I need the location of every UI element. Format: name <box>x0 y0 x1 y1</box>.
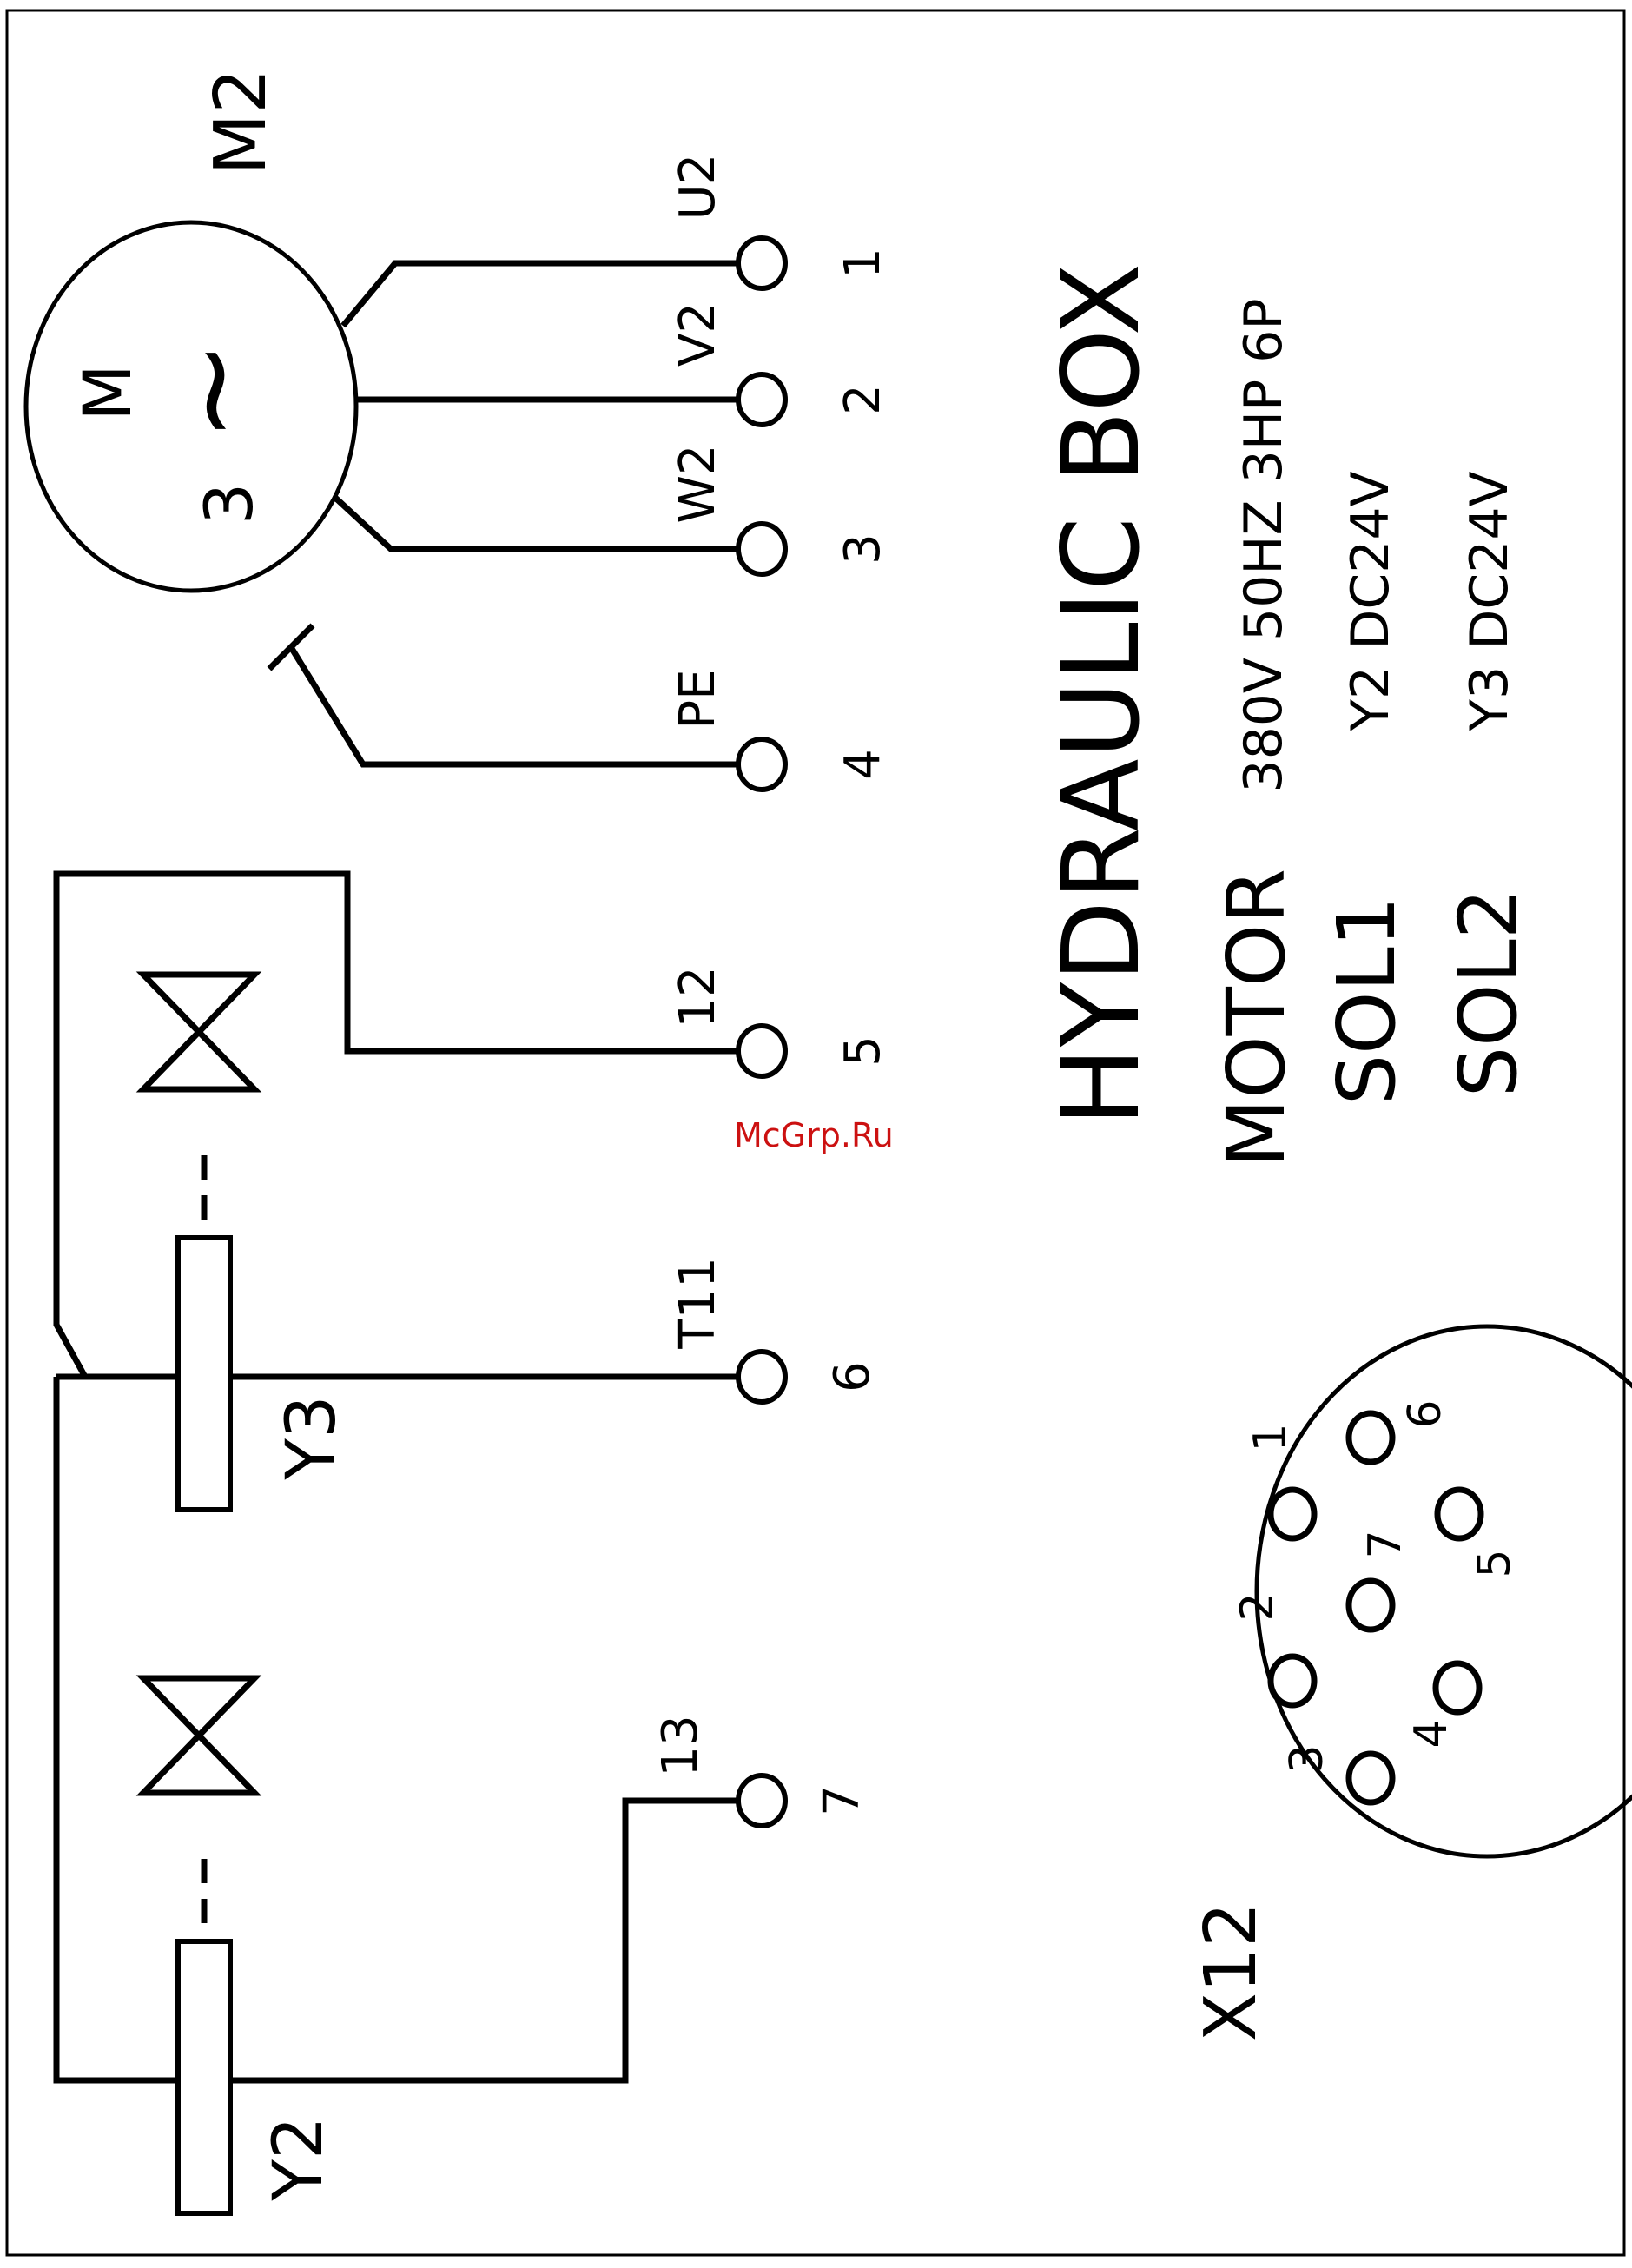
connector-pin-label-7: 7 <box>1359 1530 1411 1558</box>
wire-label-u2: U2 <box>670 154 726 221</box>
terminal-number-7: 7 <box>814 1785 870 1816</box>
connector-pin-label-5: 5 <box>1469 1549 1521 1577</box>
connector-pin-1 <box>1271 1490 1314 1538</box>
connector-pin-label-2: 2 <box>1232 1592 1284 1621</box>
connector-pin-label-1: 1 <box>1245 1423 1297 1451</box>
solenoid-y2-ref: Y2 <box>260 2116 338 2201</box>
diagram-title: HYDRAULIC BOX <box>1040 263 1163 1127</box>
connector-pin-label-3: 3 <box>1281 1744 1333 1773</box>
spec-value-sol1: Y2 DC24V <box>1340 471 1401 731</box>
watermark: McGrp.Ru <box>734 1116 894 1154</box>
terminal-number-1: 1 <box>835 248 891 279</box>
wire-t11 <box>56 1377 178 2080</box>
wire-12 <box>56 874 747 1377</box>
terminal-number-2: 2 <box>835 384 891 415</box>
terminal-1 <box>738 238 785 288</box>
terminal-number-6: 6 <box>824 1361 881 1392</box>
terminal-number-5: 5 <box>835 1035 891 1067</box>
solenoid-y2-coil <box>178 1941 230 2213</box>
spec-label-sol2: SOL2 <box>1442 889 1535 1098</box>
terminal-6 <box>738 1352 785 1402</box>
terminal-strip: U2 V2 W2 PE 12 T11 13 1 2 3 4 5 6 7 <box>652 154 891 1826</box>
valve-y3-icon <box>143 975 254 1089</box>
motor-ac-symbol: ~ <box>142 340 283 441</box>
wire-label-13: 13 <box>652 1715 709 1776</box>
connector-pin-3 <box>1349 1754 1392 1802</box>
connector-pin-label-6: 6 <box>1399 1399 1451 1428</box>
connector-pin-label-4: 4 <box>1405 1719 1457 1748</box>
terminal-number-4: 4 <box>835 749 891 780</box>
terminal-3 <box>738 524 785 574</box>
wire-13 <box>230 1801 747 2080</box>
spec-value-motor: 380V 50HZ 3HP 6P <box>1233 298 1294 792</box>
spec-value-sol2: Y3 DC24V <box>1459 471 1520 731</box>
motor-symbol: M2 M 3 ~ <box>26 69 356 591</box>
wire-label-w2: W2 <box>670 445 726 524</box>
motor-phase: 3 <box>190 483 268 525</box>
terminal-2 <box>738 374 785 425</box>
wire-label-12: 12 <box>670 966 726 1028</box>
solenoid-y3-coil <box>178 1238 230 1510</box>
valve-y2-icon <box>143 1678 254 1793</box>
wire-label-t11: T11 <box>670 1257 726 1349</box>
spec-label-sol1: SOL1 <box>1320 896 1413 1106</box>
spec-label-motor: MOTOR <box>1210 869 1303 1167</box>
terminal-5 <box>738 1026 785 1076</box>
motor-ref: M2 <box>200 69 282 175</box>
connector-ref: X12 <box>1190 1902 1272 2042</box>
wire-label-v2: V2 <box>670 302 726 367</box>
terminal-7 <box>738 1775 785 1826</box>
solenoid-y3-ref: Y3 <box>273 1395 351 1480</box>
connector-pin-4 <box>1436 1663 1479 1712</box>
wire-label-pe: PE <box>670 669 726 729</box>
connector-pin-7 <box>1349 1581 1392 1630</box>
connector-pin-5 <box>1437 1490 1481 1538</box>
connector-pin-6 <box>1349 1413 1392 1462</box>
connector-pin-2 <box>1271 1656 1314 1705</box>
connector-x12: X12 1 2 3 4 5 6 7 <box>1190 1326 1632 2041</box>
terminal-4 <box>738 739 785 790</box>
motor-letter: M <box>69 364 146 421</box>
terminal-number-3: 3 <box>835 533 891 565</box>
